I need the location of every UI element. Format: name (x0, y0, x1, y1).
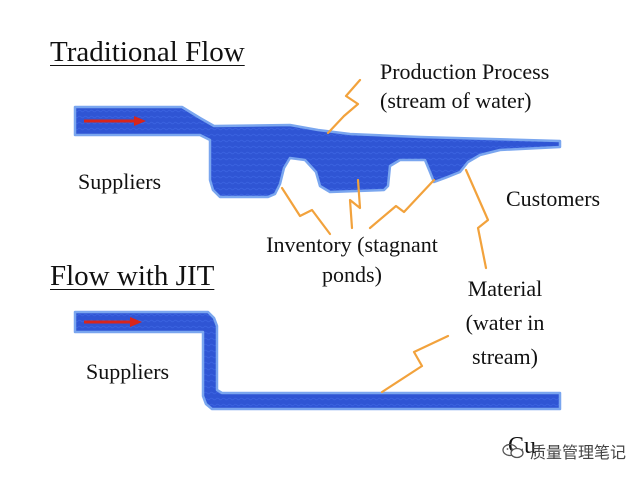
inventory-label-line1: Inventory (stagnant (266, 232, 438, 257)
watermark-text: 质量管理笔记 (530, 443, 627, 462)
traditional-stream (73, 105, 562, 199)
watermark: 质量管理笔记 (502, 440, 626, 462)
traditional-flow-title: Traditional Flow (50, 36, 245, 68)
jit-suppliers-label: Suppliers (86, 359, 170, 384)
inventory-label-line2: ponds) (322, 262, 382, 287)
traditional-customers-label: Customers (506, 186, 601, 211)
traditional-flow-arrow (84, 116, 146, 126)
material-label-line2: (water in (465, 310, 545, 335)
production-process-label-line2: (stream of water) (380, 88, 532, 113)
material-label-line3: stream) (472, 344, 538, 369)
inventory-pointer-left (280, 186, 332, 236)
jit-flow-title: Flow with JIT (50, 260, 215, 292)
jit-flow-arrow (84, 317, 142, 327)
wechat-icon (502, 443, 524, 459)
traditional-suppliers-label: Suppliers (78, 169, 162, 194)
material-label-line1: Material (467, 276, 543, 301)
production-process-pointer (326, 78, 362, 135)
material-pointer-upper (464, 168, 490, 270)
production-process-label-line1: Production Process (380, 59, 550, 84)
inventory-pointer-middle (348, 178, 362, 230)
material-pointer-lower (380, 334, 450, 394)
inventory-pointer-right (368, 178, 436, 230)
